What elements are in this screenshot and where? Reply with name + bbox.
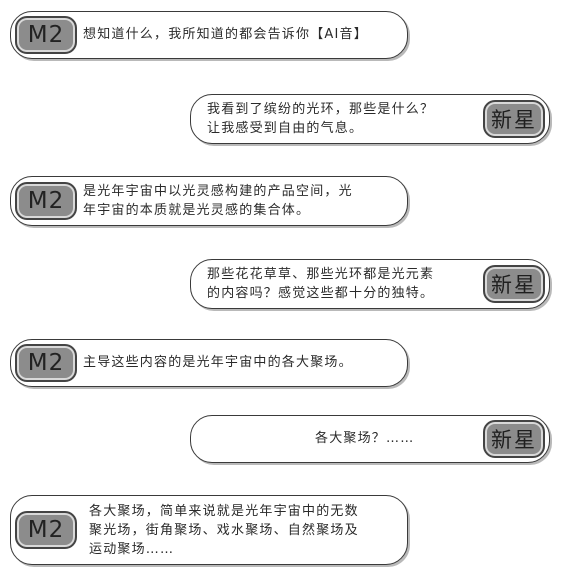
message-text: 是光年宇宙中以光灵感构建的产品空间，光 年宇宙的本质就是光灵感的集合体。 xyxy=(83,184,353,218)
chat-bubble-xinxing: 那些花花草草、那些光环都是光元素 的内容吗？感觉这些都十分的独特。 新星 xyxy=(190,259,550,309)
xinxing-avatar: 新星 xyxy=(483,420,545,458)
message-text: 各大聚场？…… xyxy=(315,431,415,446)
chat-bubble-m2: M2 各大聚场，简单来说就是光年宇宙中的无数 聚光场，街角聚场、戏水聚场、自然聚… xyxy=(10,495,408,565)
message-text: 我看到了缤纷的光环，那些是什么？ 让我感受到自由的气息。 xyxy=(207,102,435,136)
xinxing-avatar: 新星 xyxy=(483,265,545,303)
m2-avatar: M2 xyxy=(15,344,77,382)
chat-bubble-m2: M2 想知道什么，我所知道的都会告诉你【AI音】 xyxy=(10,11,408,59)
message-text: 那些花花草草、那些光环都是光元素 的内容吗？感觉这些都十分的独特。 xyxy=(207,267,435,301)
chat-bubble-m2: M2 主导这些内容的是光年宇宙中的各大聚场。 xyxy=(10,339,408,387)
chat-bubble-xinxing: 各大聚场？…… 新星 xyxy=(190,415,550,463)
message-text: 主导这些内容的是光年宇宙中的各大聚场。 xyxy=(83,355,353,370)
chat-bubble-xinxing: 我看到了缤纷的光环，那些是什么？ 让我感受到自由的气息。 新星 xyxy=(190,94,550,144)
m2-avatar: M2 xyxy=(15,182,77,220)
message-text: 想知道什么，我所知道的都会告诉你【AI音】 xyxy=(83,27,368,42)
m2-avatar: M2 xyxy=(15,511,77,549)
xinxing-avatar: 新星 xyxy=(483,100,545,138)
message-text: 各大聚场，简单来说就是光年宇宙中的无数 聚光场，街角聚场、戏水聚场、自然聚场及 … xyxy=(89,504,359,557)
chat-bubble-m2: M2 是光年宇宙中以光灵感构建的产品空间，光 年宇宙的本质就是光灵感的集合体。 xyxy=(10,176,408,226)
m2-avatar: M2 xyxy=(15,16,77,54)
